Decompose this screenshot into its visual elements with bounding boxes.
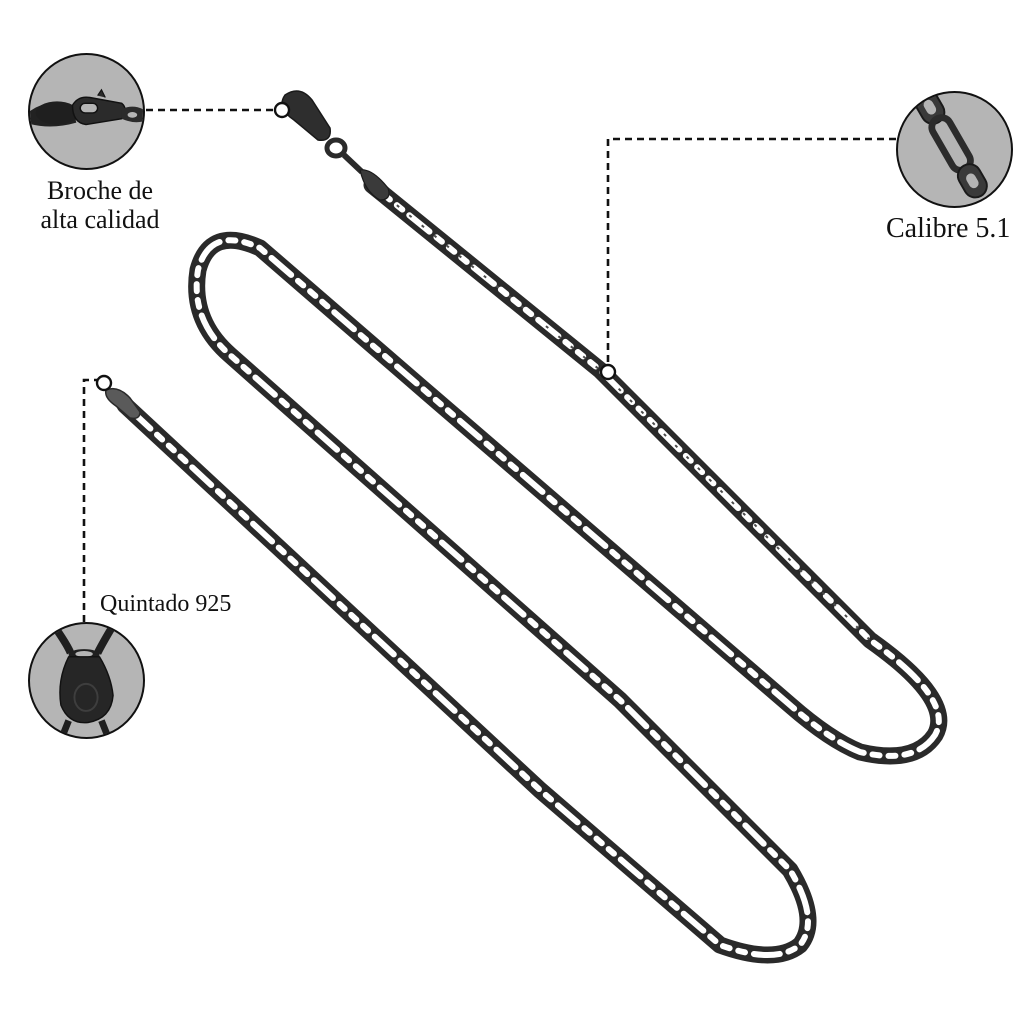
stamp-label: Quintado 925 [100, 591, 232, 617]
lobster-clasp [281, 90, 390, 201]
lobster-clasp-icon [28, 53, 145, 170]
figaro-chain [116, 176, 948, 964]
stamp-leader [82, 374, 113, 622]
end-tag [104, 387, 141, 420]
clasp-label: Broche de alta calidad [30, 176, 170, 234]
clasp-label-line2: alta calidad [40, 205, 160, 234]
chain-link-icon [896, 91, 1013, 208]
stamped-tag-icon [28, 622, 145, 739]
clasp-label-line1: Broche de [46, 176, 154, 205]
clasp-leader [146, 101, 291, 119]
gauge-leader [599, 137, 896, 381]
gauge-label: Calibre 5.1 [886, 213, 1011, 244]
